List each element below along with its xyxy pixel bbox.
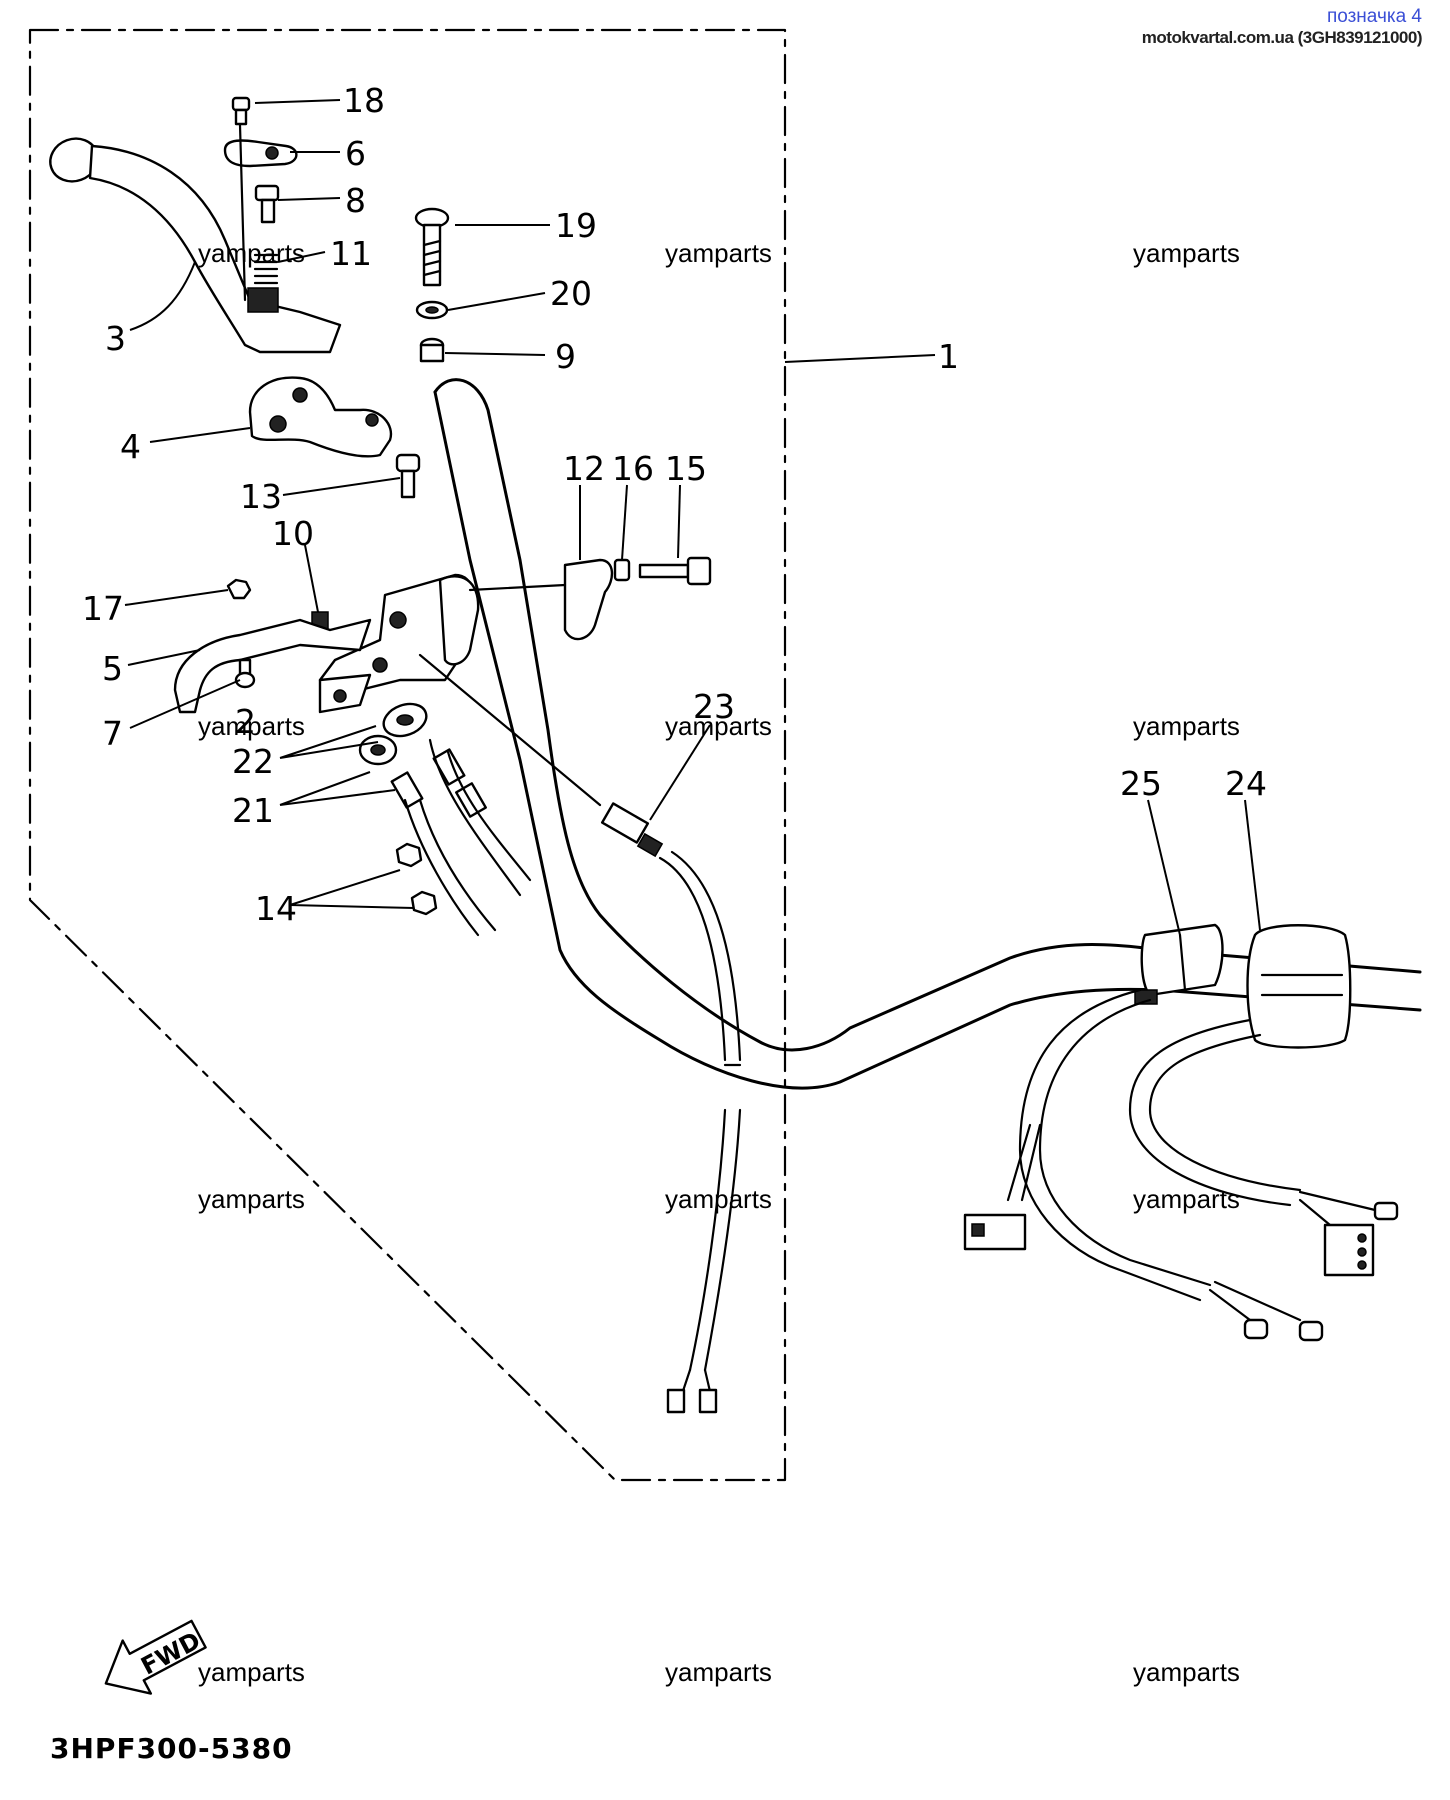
- clutch-lever: [49, 137, 342, 354]
- collar-9: [419, 337, 445, 363]
- watermark: yamparts: [1133, 238, 1240, 268]
- watermark: yamparts: [198, 1657, 305, 1687]
- callout-numbers: 18 6 8 11 3 4 19 20 9 1 13 10 12 16 15 1…: [82, 81, 1267, 928]
- callout-3: 3: [105, 319, 126, 358]
- drawing-code: 3HPF300-5380: [50, 1732, 293, 1765]
- spacer-16: [613, 558, 631, 582]
- callout-16: 16: [612, 449, 654, 488]
- spring-11: [247, 253, 279, 313]
- pivot-12: [563, 558, 614, 641]
- watermark: yamparts: [198, 238, 305, 268]
- callout-1: 1: [938, 337, 959, 376]
- clutch-switch-23: [600, 802, 664, 858]
- watermark: yamparts: [198, 711, 305, 741]
- callout-24: 24: [1225, 764, 1267, 803]
- callout-23: 23: [693, 687, 735, 726]
- nut-17: [226, 578, 252, 600]
- bolt-8: [254, 184, 280, 224]
- callout-7: 7: [102, 714, 123, 753]
- switch-housing-25: [1134, 923, 1224, 1005]
- fwd-arrow-icon: FWD: [104, 1619, 207, 1695]
- bolt-19: [414, 207, 450, 287]
- assembly-boundary: [28, 28, 787, 1482]
- callout-8: 8: [345, 181, 366, 220]
- leader-lines: [124, 99, 1261, 936]
- callout-13: 13: [240, 477, 282, 516]
- callout-4: 4: [120, 427, 141, 466]
- cable-adjusters-21: [390, 748, 487, 818]
- bolt-15: [638, 556, 712, 586]
- screw-7: [234, 658, 256, 689]
- callout-15: 15: [665, 449, 707, 488]
- callout-14: 14: [255, 889, 297, 928]
- callout-2: 2: [235, 702, 256, 741]
- callout-6: 6: [345, 134, 366, 173]
- watermark: yamparts: [1133, 711, 1240, 741]
- callout-21: 21: [232, 791, 274, 830]
- callout-22: 22: [232, 742, 274, 781]
- bolt-13: [395, 453, 421, 499]
- watermark: yamparts: [665, 1184, 772, 1214]
- locknut-14a: [395, 842, 423, 868]
- callout-12: 12: [563, 449, 605, 488]
- callout-18: 18: [343, 81, 385, 120]
- connector-left: [963, 1213, 1027, 1251]
- handlebar: [433, 378, 1422, 1090]
- callout-11: 11: [330, 234, 372, 273]
- callout-25: 25: [1120, 764, 1162, 803]
- callout-10: 10: [272, 514, 314, 553]
- watermark: yamparts: [1133, 1657, 1240, 1687]
- watermarks: yamparts yamparts yamparts yamparts yamp…: [198, 238, 1240, 1687]
- watermark: yamparts: [665, 711, 772, 741]
- switch-housing-24: [1246, 924, 1352, 1049]
- callout-5: 5: [102, 649, 123, 688]
- callout-17: 17: [82, 589, 124, 628]
- callout-20: 20: [550, 274, 592, 313]
- watermark: yamparts: [665, 238, 772, 268]
- connector-right: [1323, 1223, 1375, 1277]
- watermark: yamparts: [198, 1184, 305, 1214]
- callout-19: 19: [555, 206, 597, 245]
- plate-6: [223, 139, 298, 168]
- source-caption: motokvartal.com.ua (3GH839121000): [1141, 28, 1423, 47]
- watermark: yamparts: [1133, 1184, 1240, 1214]
- bolt-18: [231, 96, 251, 126]
- header-link[interactable]: позначка 4: [1326, 6, 1422, 27]
- arm-5: [173, 618, 372, 714]
- watermark: yamparts: [665, 1657, 772, 1687]
- callout-9: 9: [555, 337, 576, 376]
- locknut-14b: [410, 890, 438, 916]
- bracket-4: [248, 376, 393, 458]
